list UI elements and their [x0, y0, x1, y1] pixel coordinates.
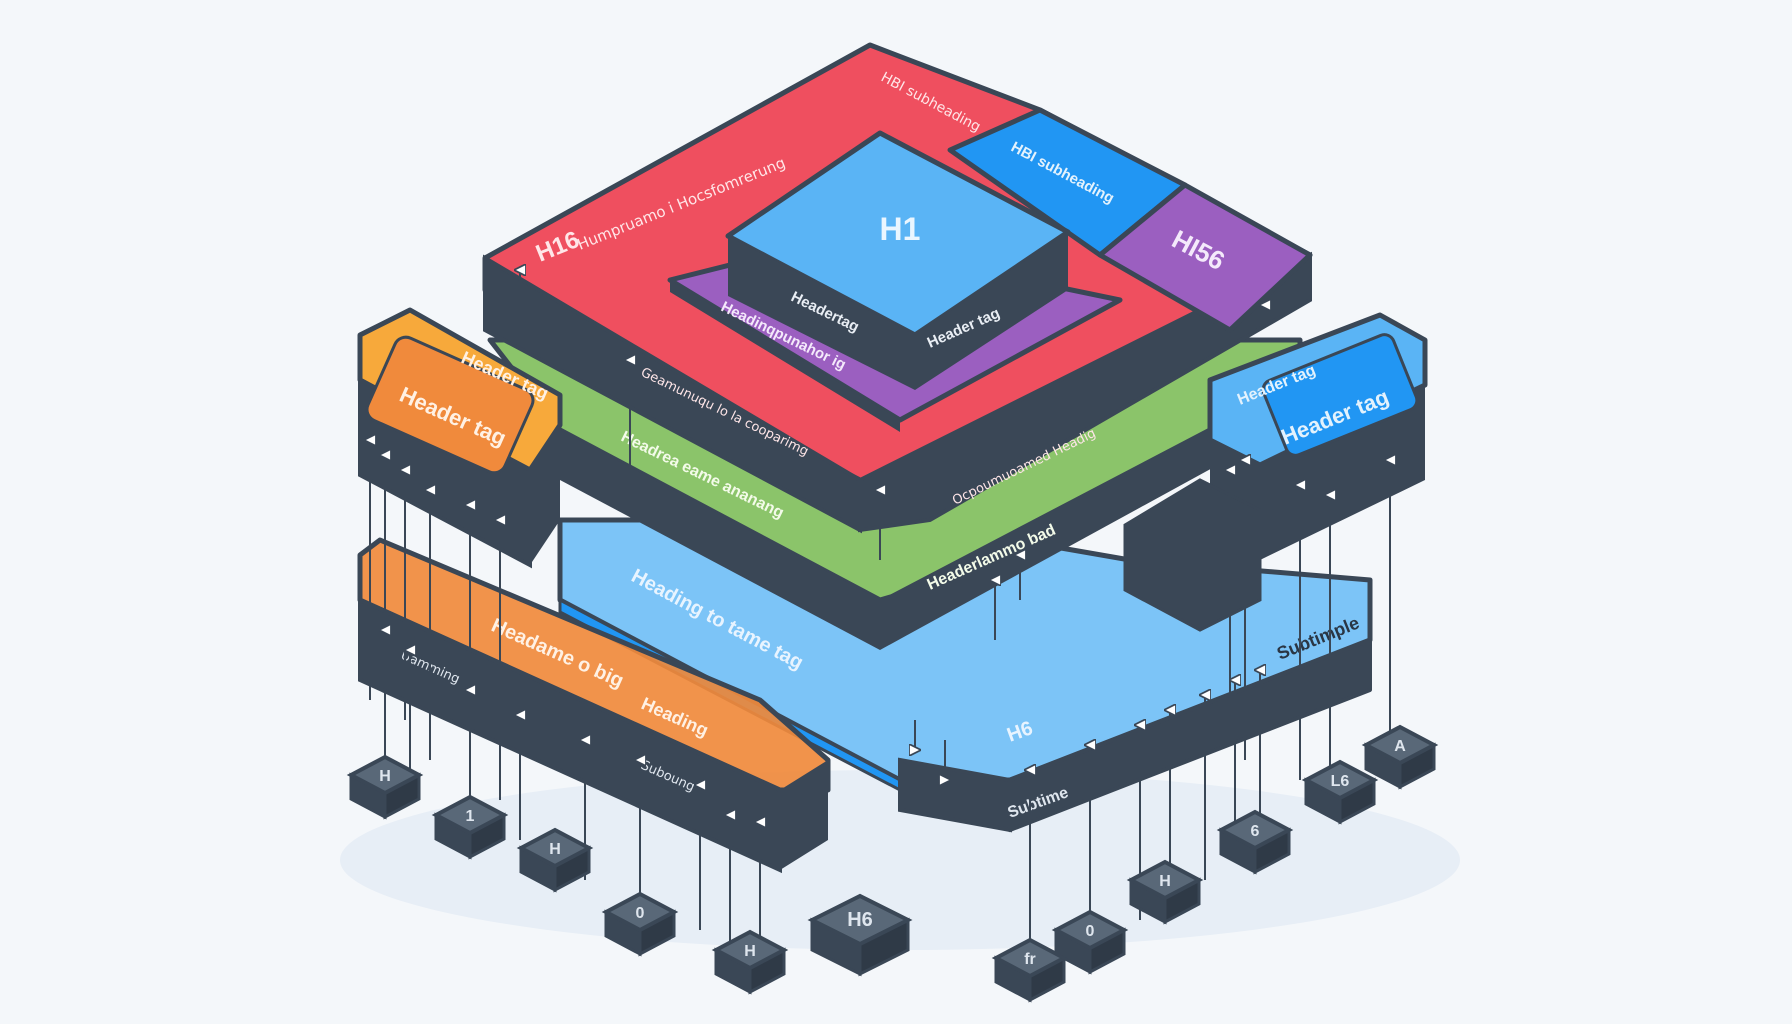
bottom-node-11: A — [1361, 724, 1439, 790]
bottom-node-4: H — [711, 929, 789, 995]
top-h1-tile: H1 Headertag Header tag — [725, 130, 1071, 390]
node-top-face — [1301, 759, 1379, 801]
node-top-face — [516, 827, 594, 869]
bottom-node-label: H — [549, 841, 561, 858]
bottom-node-label: H — [1159, 873, 1171, 890]
bottom-node-6: fr — [991, 937, 1069, 1003]
bottom-node-8: H — [1126, 859, 1204, 925]
bottom-node-0: H — [346, 754, 424, 820]
bottom-node-label: 6 — [1251, 823, 1260, 840]
node-top-face — [1126, 859, 1204, 901]
purple-corner-panel: HI56 — [1097, 182, 1313, 333]
node-top-face — [807, 893, 913, 947]
blue-corner-panel: HBI subheading — [947, 107, 1188, 258]
bottom-node-label: H6 — [847, 909, 873, 931]
bottom-node-3: 0 — [601, 891, 679, 957]
node-top-face — [346, 754, 424, 796]
bottom-node-label: fr — [1024, 951, 1036, 968]
bottom-node-10: L6 — [1301, 759, 1379, 825]
right-header-tag-box: Header tag Header tag — [1123, 312, 1428, 632]
node-top-face — [1361, 724, 1439, 766]
left-header-tag-box: Header tag Header tag — [357, 307, 563, 569]
bottom-node-label: H — [379, 768, 391, 785]
bottom-node-5: H6 — [807, 893, 913, 977]
bottom-node-label: H — [744, 943, 756, 960]
top-tile-label: H1 — [880, 211, 921, 247]
node-top-face — [711, 929, 789, 971]
node-top-face — [601, 891, 679, 933]
bottom-node-label: 0 — [636, 905, 645, 922]
bottom-node-9: 6 — [1216, 809, 1294, 875]
bottom-node-7: 0 — [1051, 909, 1129, 975]
bottom-node-2: H — [516, 827, 594, 893]
bottom-node-label: 1 — [466, 808, 475, 825]
node-top-face — [431, 794, 509, 836]
bottom-node-label: 0 — [1086, 923, 1095, 940]
left-box-inner-panel — [365, 335, 535, 475]
right-box-inner-panel — [1261, 333, 1419, 457]
bottom-node-label: A — [1394, 738, 1406, 755]
node-top-face — [1216, 809, 1294, 851]
node-top-face — [1051, 909, 1129, 951]
bottom-node-label: L6 — [1331, 773, 1350, 790]
bottom-node-1: 1 — [431, 794, 509, 860]
